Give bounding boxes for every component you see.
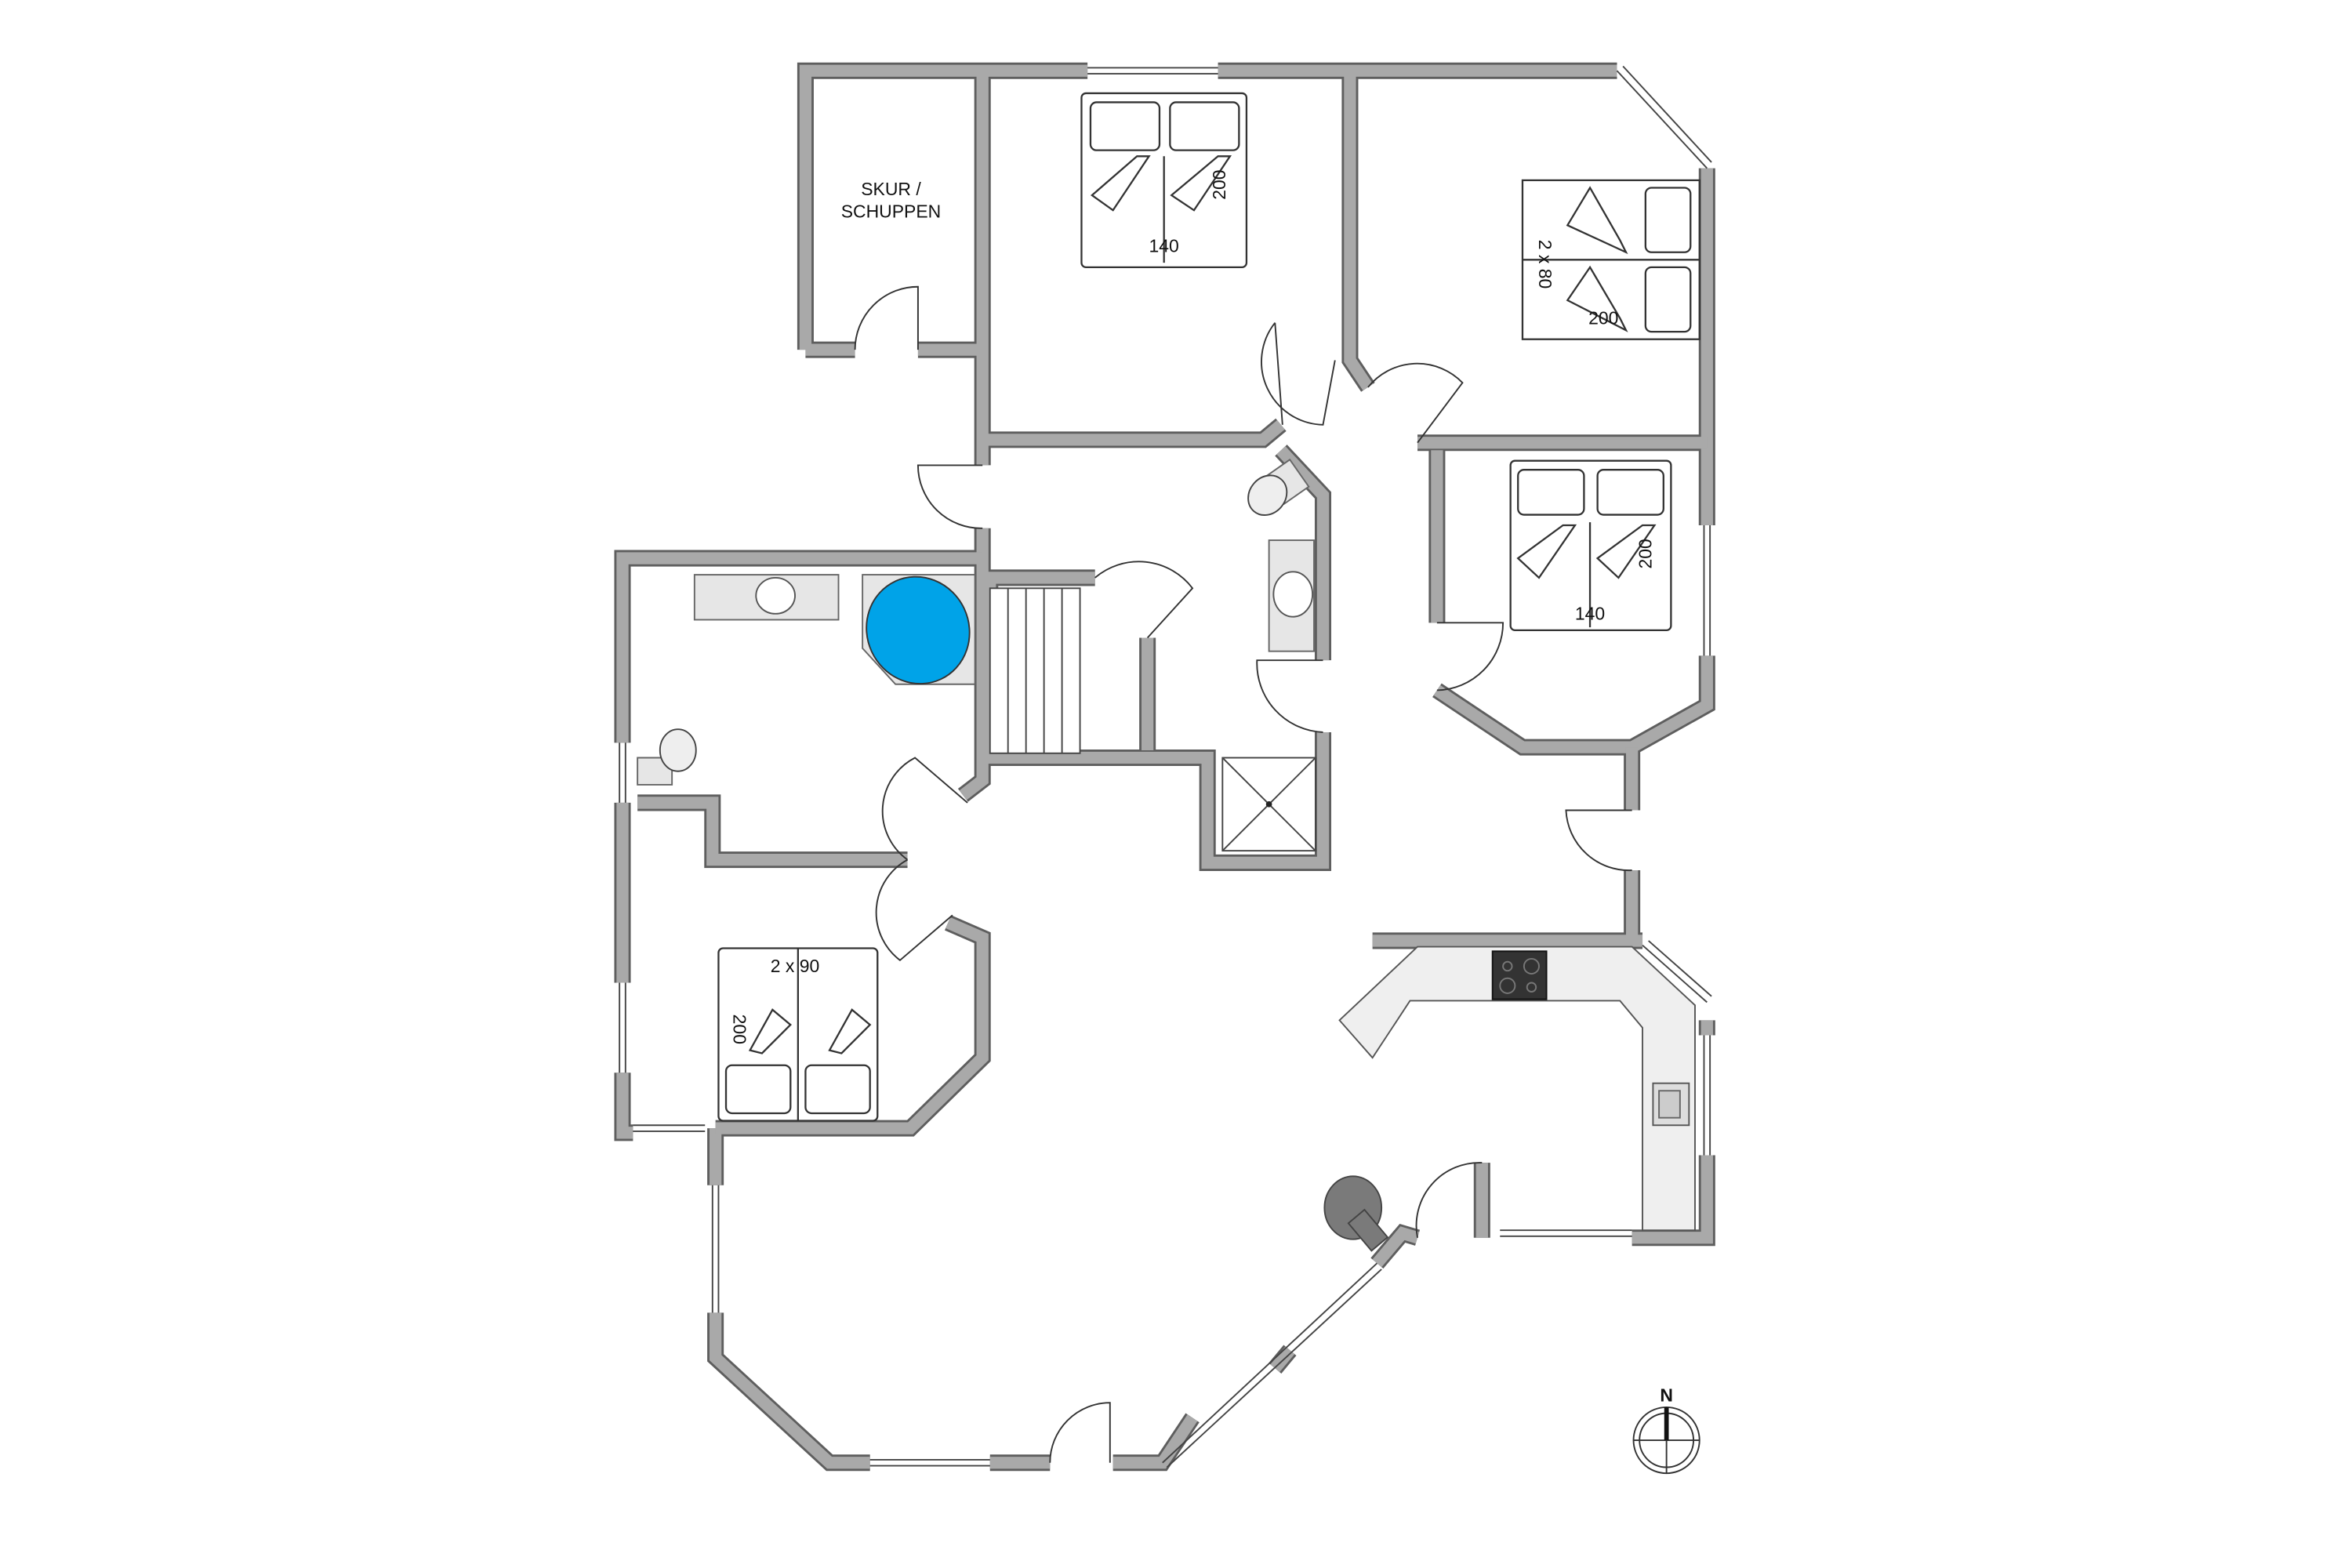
shed-label-line1: SKUR / bbox=[861, 179, 921, 199]
bed-width-label: 140 bbox=[1575, 603, 1605, 623]
staircase bbox=[989, 587, 1081, 754]
bedroom-4-door[interactable] bbox=[875, 858, 953, 962]
stairs-door[interactable] bbox=[1094, 561, 1194, 639]
bedroom-4-beds: 2 x 90 200 bbox=[717, 947, 879, 1122]
compass-north-label: N bbox=[1660, 1385, 1673, 1405]
bedroom-2-beds: 2 x 80 200 bbox=[1521, 179, 1700, 340]
stove-icon bbox=[1491, 950, 1548, 1000]
shed-side-door[interactable] bbox=[916, 464, 983, 529]
utility-door[interactable] bbox=[1565, 809, 1632, 871]
bed-length-label: 200 bbox=[1588, 308, 1618, 328]
shed-label-line2: SCHUPPEN bbox=[841, 201, 941, 222]
toilet-door[interactable] bbox=[1256, 659, 1323, 733]
bedroom-2-door[interactable] bbox=[1367, 362, 1464, 444]
bedroom-1-bed: 140 200 bbox=[1080, 92, 1248, 269]
bed-length-label: 200 bbox=[1635, 539, 1656, 568]
wc-fixtures bbox=[1221, 458, 1316, 852]
bathroom-fixtures bbox=[637, 574, 976, 786]
bed-width-label: 140 bbox=[1149, 236, 1179, 256]
bedroom-3-bed: 140 200 bbox=[1509, 459, 1672, 632]
windows bbox=[619, 65, 1712, 1468]
doors bbox=[854, 285, 1632, 1463]
bed-length-label: 200 bbox=[730, 1014, 750, 1044]
bedroom-1-door[interactable] bbox=[1261, 322, 1336, 426]
terrace-door[interactable] bbox=[1415, 1162, 1483, 1238]
fireplace bbox=[1323, 1175, 1389, 1252]
bath-door[interactable] bbox=[881, 757, 968, 861]
bedroom-3-door[interactable] bbox=[1436, 622, 1504, 691]
kitchen bbox=[1338, 946, 1696, 1232]
bed-length-label: 200 bbox=[1209, 170, 1229, 200]
entrance-door[interactable] bbox=[1049, 1402, 1111, 1463]
bed-width-label: 2 x 90 bbox=[771, 956, 820, 976]
compass-icon: N bbox=[1632, 1385, 1700, 1475]
bed-width-label: 2 x 80 bbox=[1535, 240, 1555, 289]
bathtub bbox=[866, 575, 971, 685]
shed-door[interactable] bbox=[854, 285, 919, 350]
